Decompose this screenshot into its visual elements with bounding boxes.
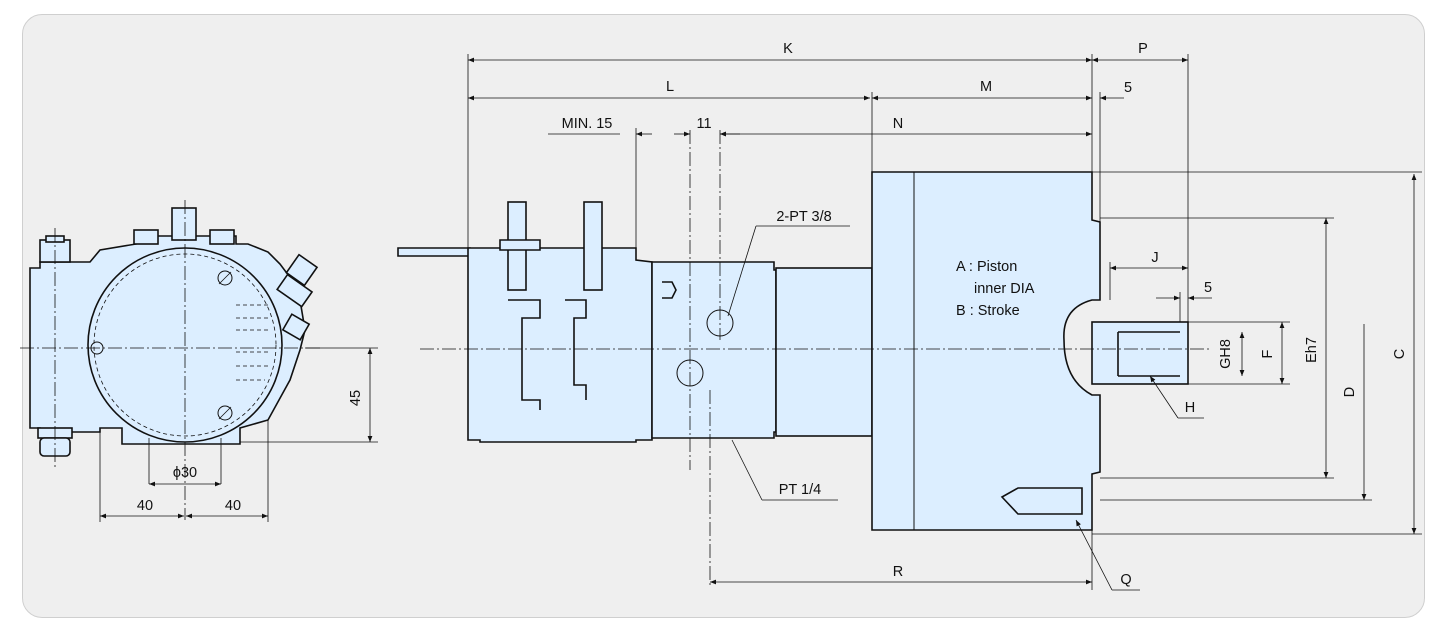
top-fitting-1 xyxy=(133,229,159,245)
bolt-hole-top xyxy=(217,270,233,286)
port-cone xyxy=(662,281,677,299)
side-view: K P L M 5 MIN. 15 11 N 2-PT 3/8 PT 1/4 A… xyxy=(397,41,1422,591)
legend-a-line2: inner DIA xyxy=(974,281,1035,297)
main-cylinder xyxy=(871,171,1101,531)
dim-L-label: L xyxy=(666,79,674,95)
dim-Eh7-label: Eh7 xyxy=(1304,337,1320,363)
front-view: 45 ϕ30 40 40 xyxy=(20,200,378,522)
top-fitting-2 xyxy=(209,229,235,245)
dim-45-label: 45 xyxy=(348,390,364,406)
dim-min15-label: MIN. 15 xyxy=(562,116,613,132)
legend-b-line: B : Stroke xyxy=(956,303,1020,319)
bolt-hole-bottom xyxy=(217,405,233,421)
dim-5-top-label: 5 xyxy=(1124,80,1132,96)
side-fitting-1 xyxy=(285,253,319,287)
rod-internal xyxy=(1117,331,1180,377)
side-fitting-2 xyxy=(281,313,311,341)
dim-5-side-label: 5 xyxy=(1204,280,1212,296)
dim-K-label: K xyxy=(783,41,793,57)
dim-C-label: C xyxy=(1392,349,1408,359)
dim-11-label: 11 xyxy=(696,116,711,132)
dim-R-label: R xyxy=(893,564,903,580)
port-block xyxy=(651,261,777,439)
dim-GH8-label: GH8 xyxy=(1218,339,1234,369)
dim-H-label: H xyxy=(1185,400,1195,416)
dim-N-label: N xyxy=(893,116,903,132)
rear-internal xyxy=(508,299,587,410)
neck xyxy=(775,267,873,437)
bolt-nut xyxy=(499,239,541,251)
top-spigot xyxy=(171,207,197,241)
dim-J-label: J xyxy=(1151,250,1158,266)
rear-bolt-2 xyxy=(583,201,603,291)
dim-F-label: F xyxy=(1260,349,1276,358)
port-2pt38-label: 2-PT 3/8 xyxy=(776,209,831,225)
port-pt14-label: PT 1/4 xyxy=(779,482,821,498)
dim-M-label: M xyxy=(980,79,992,95)
dim-D-label: D xyxy=(1342,387,1358,397)
dim-40-left-label: 40 xyxy=(137,498,153,514)
dim-40-right-label: 40 xyxy=(225,498,241,514)
dim-phi30-label: ϕ30 xyxy=(173,465,197,481)
rear-block xyxy=(467,247,653,443)
tapped-hole xyxy=(1000,487,1083,515)
dim-P-label: P xyxy=(1138,41,1148,57)
side-spigot xyxy=(276,273,314,308)
dim-Q-label: Q xyxy=(1120,572,1131,588)
mount-plate xyxy=(397,247,471,257)
legend-a-line1: A : Piston xyxy=(956,259,1017,275)
